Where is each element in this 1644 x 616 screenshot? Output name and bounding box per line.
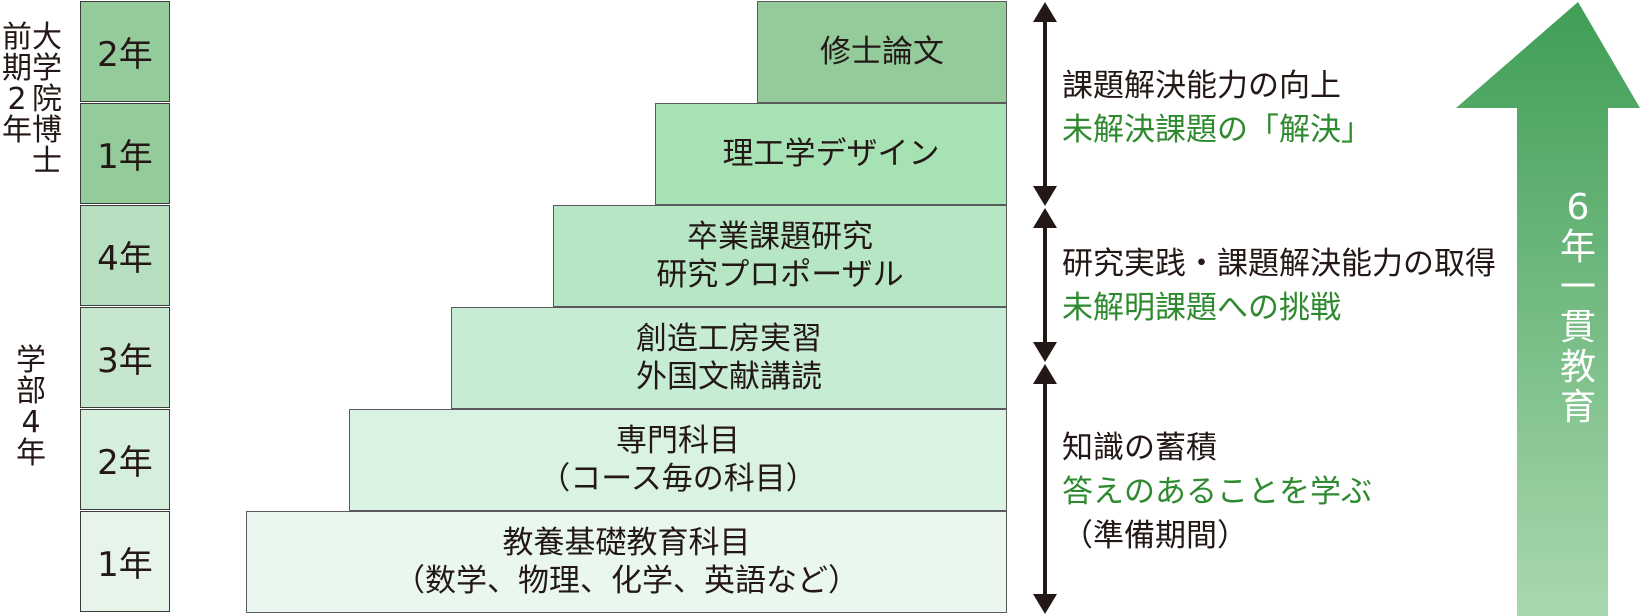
year-cell: 2年	[80, 1, 170, 102]
step-label: 創造工房実習	[636, 321, 822, 357]
desc-grad: 課題解決能力の向上 未解決課題の「解決」	[1062, 64, 1372, 152]
desc-research: 研究実践・課題解決能力の取得 未解明課題への挑戦	[1062, 242, 1496, 330]
step-label: 研究プロポーザル	[656, 257, 904, 293]
curriculum-step: 卒業課題研究研究プロポーザル	[553, 205, 1007, 307]
curriculum-step: 専門科目（コース毎の科目）	[349, 409, 1007, 511]
six-year-arrow	[1456, 2, 1640, 616]
year-cell: 1年	[80, 511, 170, 612]
desc-grad-main: 課題解決能力の向上	[1062, 68, 1341, 104]
step-label: 専門科目	[616, 423, 740, 459]
step-label: 卒業課題研究	[687, 219, 873, 255]
year-cell: 4年	[80, 205, 170, 306]
year-cell: 3年	[80, 307, 170, 408]
desc-research-main: 研究実践・課題解決能力の取得	[1062, 246, 1496, 282]
desc-grad-sub: 未解決課題の「解決」	[1062, 112, 1372, 148]
curriculum-step: 修士論文	[757, 1, 1007, 103]
step-label: 外国文献講読	[636, 359, 822, 395]
step-label: 修士論文	[820, 34, 944, 70]
stage-arrow-grad	[1033, 2, 1057, 206]
curriculum-step: 理工学デザイン	[655, 103, 1007, 205]
desc-knowledge-note: （準備期間）	[1062, 518, 1248, 554]
desc-knowledge: 知識の蓄積 答えのあることを学ぶ （準備期間）	[1062, 426, 1372, 558]
step-label: （数学、物理、化学、英語など）	[394, 563, 859, 599]
year-cell: 2年	[80, 409, 170, 510]
grad-label-col2: 大学院博士	[32, 20, 62, 179]
desc-research-sub: 未解明課題への挑戦	[1062, 290, 1341, 326]
desc-knowledge-sub: 答えのあることを学ぶ	[1062, 474, 1372, 510]
curriculum-step: 創造工房実習外国文献講読	[451, 307, 1007, 409]
desc-knowledge-main: 知識の蓄積	[1062, 430, 1217, 466]
step-label: 教養基礎教育科目	[502, 525, 751, 561]
step-label: 理工学デザイン	[722, 136, 940, 172]
curriculum-step: 教養基礎教育科目（数学、物理、化学、英語など）	[246, 511, 1007, 613]
step-label: （コース毎の科目）	[539, 461, 817, 497]
year-cell: 1年	[80, 103, 170, 204]
stage-arrow-research	[1033, 208, 1057, 362]
stage-arrow-knowledge	[1033, 364, 1057, 614]
